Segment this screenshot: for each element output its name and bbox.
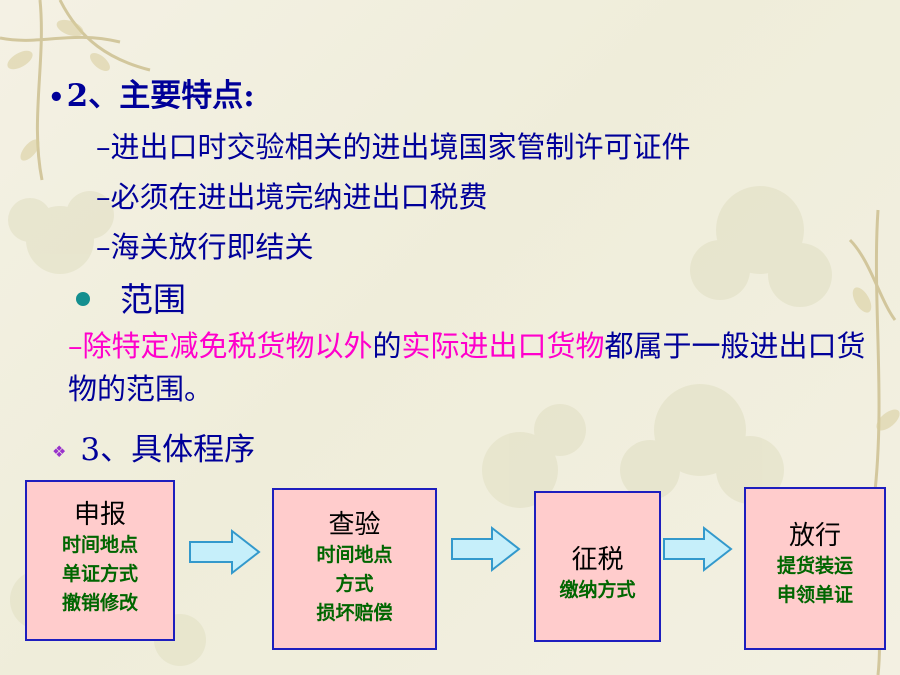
scope-text-part-3: 实际进出口货物 — [401, 329, 605, 363]
feature-item-3: –海关放行即结关 — [96, 230, 314, 264]
scope-text-part-2: 的 — [372, 329, 402, 363]
right-arrow-icon — [663, 525, 733, 573]
heading-text: 2、主要特点: — [66, 78, 255, 114]
step-box-release: 放行 提货装运 申领单证 — [744, 487, 886, 650]
heading-bullet: • — [48, 83, 65, 113]
step-detail: 缴纳方式 — [559, 579, 636, 601]
procedure-heading: ❖ 3、具体程序 — [52, 424, 255, 469]
step-title: 放行 — [788, 521, 841, 551]
step-detail: 申领单证 — [776, 584, 853, 606]
step-detail: 时间地点 — [61, 534, 138, 556]
scope-title: 范围 — [120, 280, 186, 319]
step-detail: 损坏赔偿 — [316, 602, 393, 624]
right-arrow-icon — [189, 528, 261, 576]
scope-text-part-4: 都属于一般进出口货物的范围。 — [68, 329, 866, 406]
heading-main-features: •2、主要特点: — [48, 70, 255, 115]
step-box-inspect: 查验 时间地点 方式 损坏赔偿 — [272, 488, 437, 650]
step-detail: 时间地点 — [316, 544, 393, 566]
feature-item-1: –进出口时交验相关的进出境国家管制许可证件 — [96, 130, 691, 164]
diamond-bullet-icon: ❖ — [52, 442, 67, 461]
step-box-tax: 征税 缴纳方式 — [534, 491, 661, 642]
round-bullet-icon — [76, 292, 90, 306]
scope-text-part-1: –除特定减免税货物以外 — [68, 329, 373, 363]
scope-paragraph: –除特定减免税货物以外的实际进出口货物都属于一般进出口货物的范围。 — [68, 325, 868, 411]
step-detail: 提货装运 — [776, 555, 853, 577]
step-box-declare: 申报 时间地点 单证方式 撤销修改 — [25, 480, 175, 641]
feature-item-2: –必须在进出境完纳进出口税费 — [96, 180, 488, 214]
step-title: 查验 — [328, 510, 381, 540]
right-arrow-icon — [451, 525, 521, 573]
step-title: 申报 — [73, 500, 126, 530]
step-detail: 方式 — [335, 573, 374, 595]
step-detail: 撤销修改 — [61, 592, 138, 614]
step-title: 征税 — [571, 545, 624, 575]
step-detail: 单证方式 — [61, 563, 138, 585]
procedure-title: 3、具体程序 — [80, 432, 256, 468]
scope-heading: 范围 — [70, 273, 186, 321]
